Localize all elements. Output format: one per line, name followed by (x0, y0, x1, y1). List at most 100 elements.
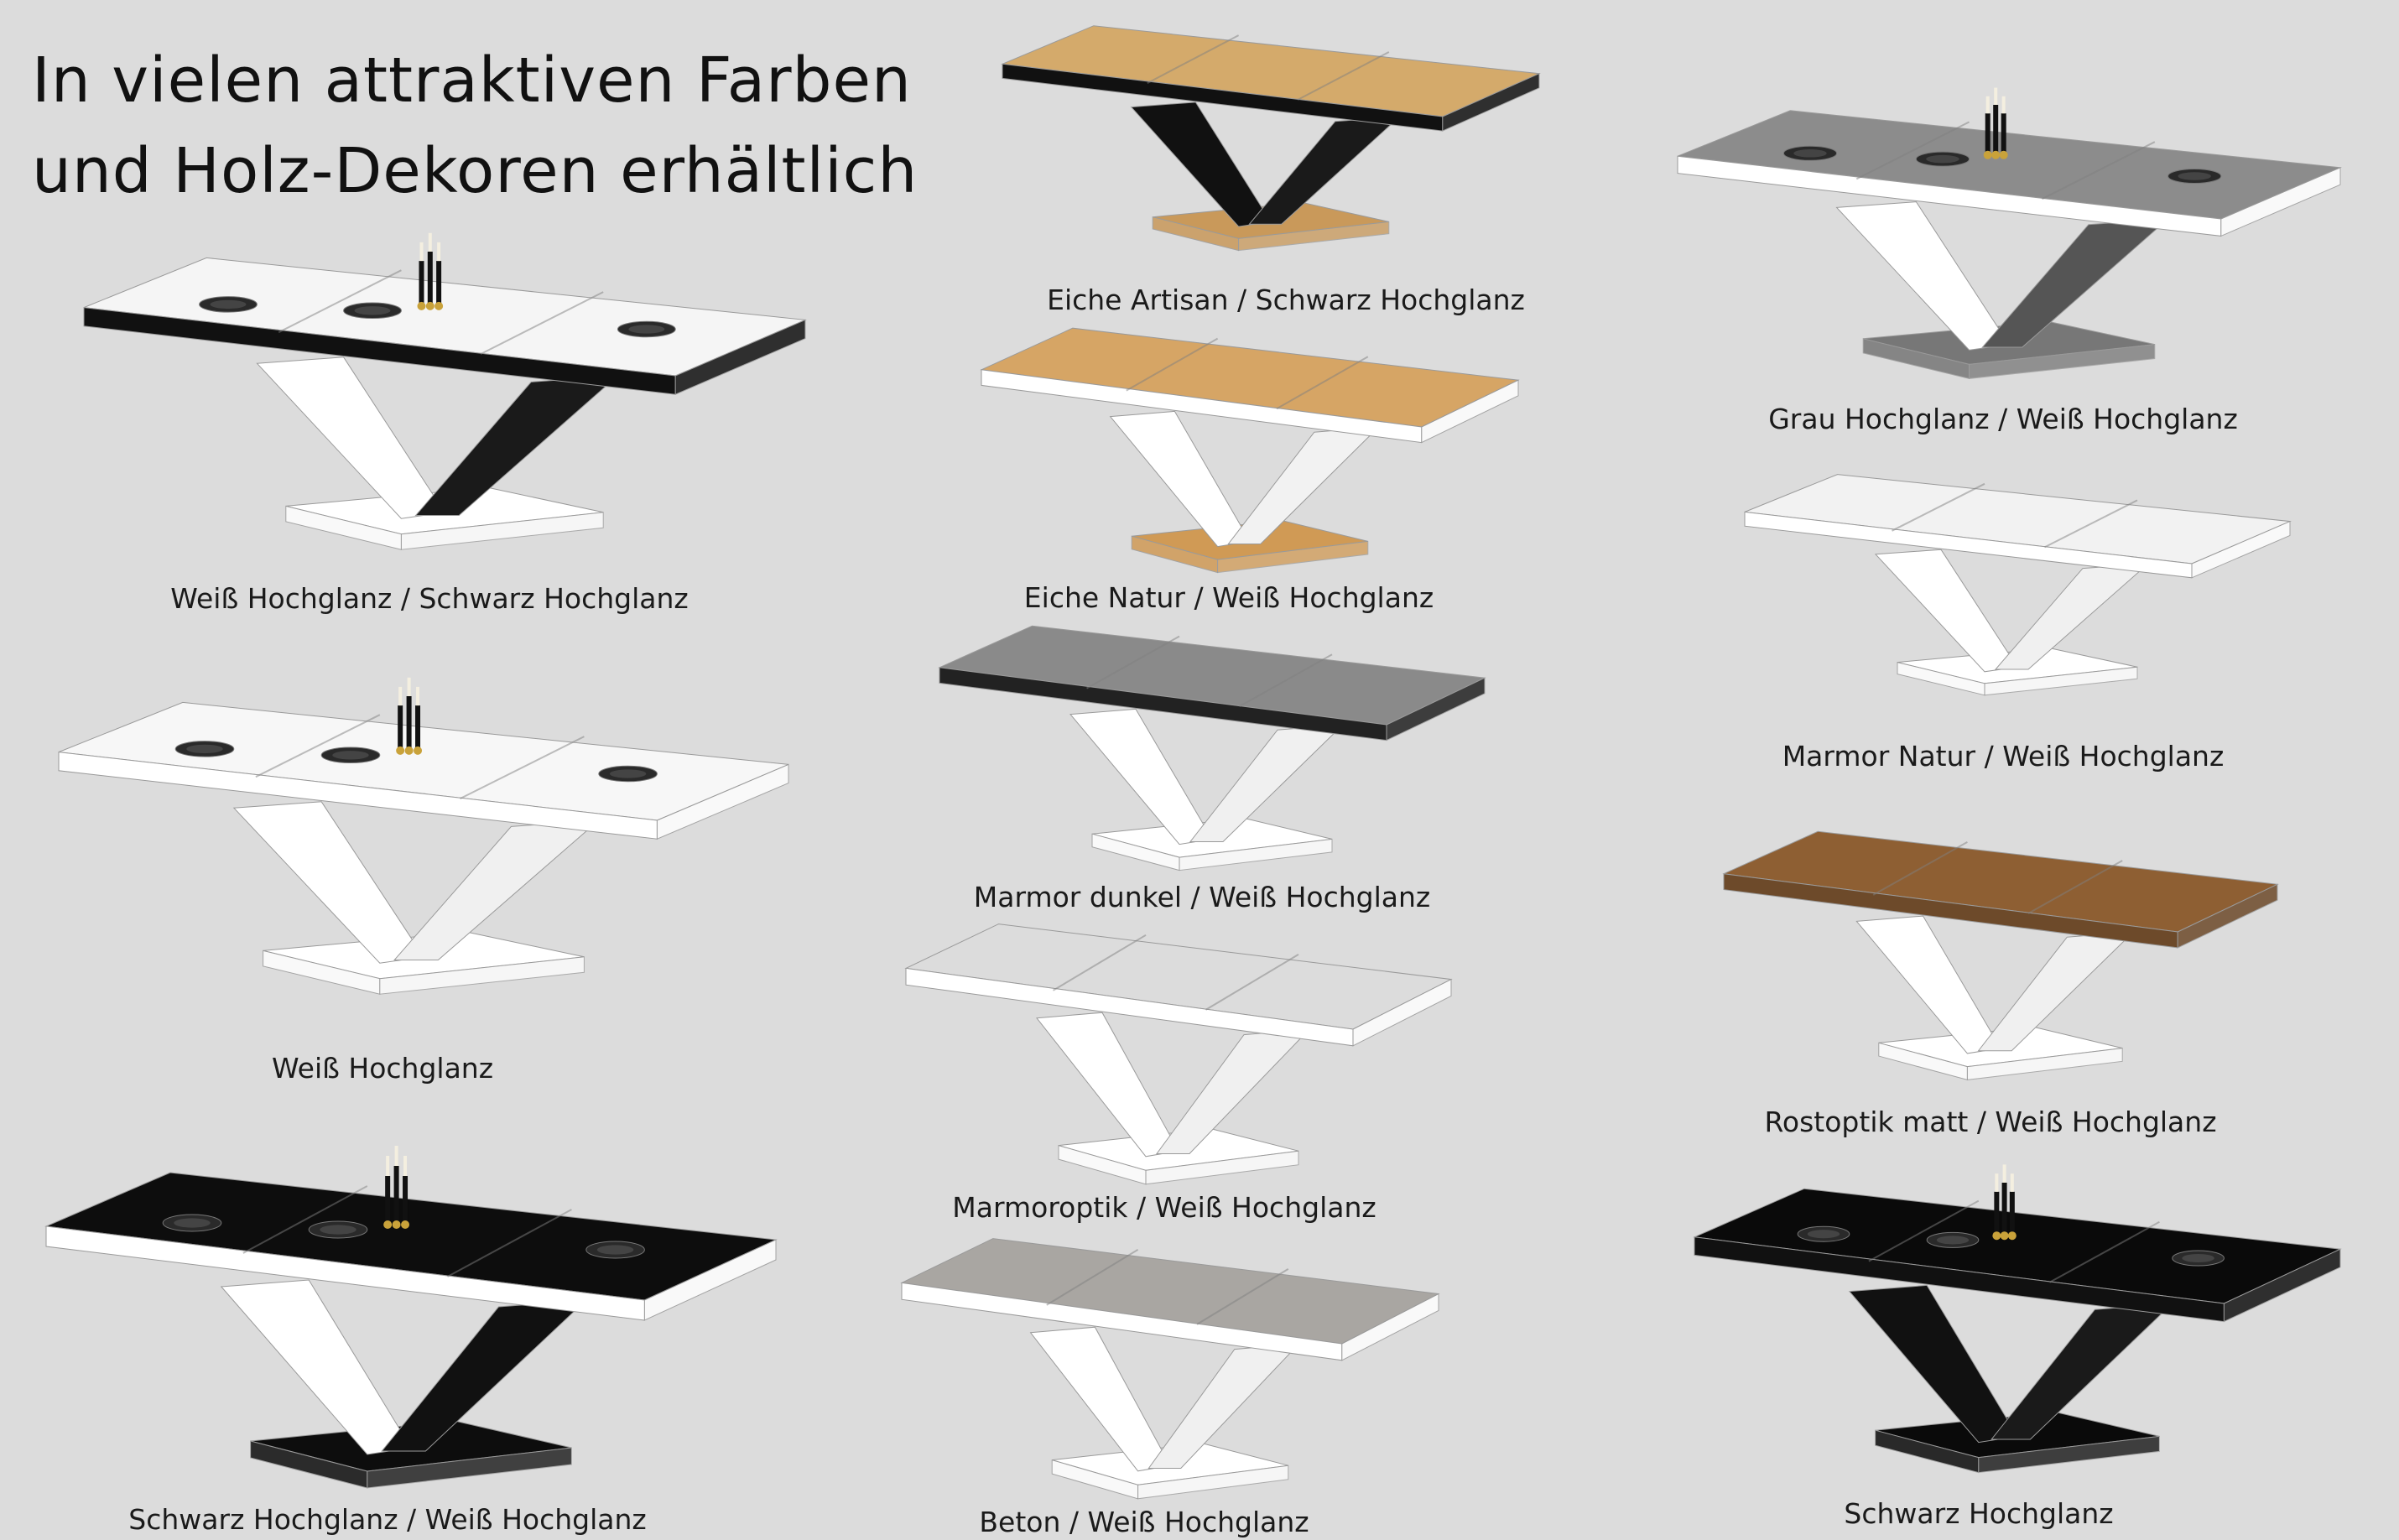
candle (419, 242, 424, 262)
candle-base (435, 301, 444, 310)
caption-eiche-artisan: Eiche Artisan / Schwarz Hochglanz (1047, 284, 1525, 316)
table-top-side-edge (1421, 379, 1519, 444)
extension-seam-right (480, 291, 604, 355)
table-base-front (367, 1447, 572, 1489)
extension-seam-right (447, 1209, 572, 1277)
plate-inner (628, 325, 665, 334)
table-image-eiche-artisan (1001, 21, 1541, 260)
extension-seam-right (1239, 653, 1333, 708)
table-top-side-edge (1386, 677, 1486, 741)
extension-seam-left (1147, 34, 1240, 84)
table-image-marmor-natur (1744, 470, 2292, 705)
candle-base (425, 301, 435, 310)
extension-seam-left (1046, 1248, 1139, 1306)
plate-inner (1936, 1236, 1970, 1245)
candle-base (396, 746, 405, 755)
extension-seam-left (1872, 841, 1968, 896)
headline-line-1: In vielen attraktiven Farben (32, 44, 912, 117)
candle-holder (398, 705, 403, 749)
extension-seam-right (2027, 860, 2123, 914)
table-base-front (379, 956, 585, 995)
plate-inner (332, 751, 369, 760)
table-leg-left (1029, 1326, 1171, 1472)
candle-holder (385, 1176, 391, 1223)
candle (394, 1146, 398, 1166)
extension-seam-right (2044, 499, 2138, 549)
table-base-front (1978, 1435, 2160, 1474)
candle-holder (403, 1176, 409, 1223)
extension-seam-left (255, 714, 381, 778)
candle-holder (393, 1166, 399, 1223)
table-leg-left (1036, 1012, 1179, 1158)
plate-inner (174, 1218, 211, 1228)
extension-seam-right (2049, 1220, 2160, 1283)
plate-inner (210, 299, 247, 310)
table-base-front (1137, 1465, 1289, 1500)
candle-holder (1985, 113, 1990, 153)
plate-inner (1793, 149, 1827, 158)
table-top-side-edge (2191, 520, 2291, 579)
candle-holder (436, 261, 442, 304)
table-top-side-edge (2177, 883, 2278, 949)
plate-inner (1926, 154, 1959, 164)
candle-holder (2009, 1191, 2015, 1235)
plate-inner (609, 769, 647, 778)
extension-seam-right (460, 736, 585, 799)
table-image-weiss-schwarz (83, 232, 807, 562)
extension-seam-left (1892, 482, 1985, 532)
headline: In vielen attraktiven Farben und Holz-De… (32, 35, 918, 216)
table-image-grau-weiss (1677, 87, 2342, 390)
candle-base (392, 1220, 401, 1229)
extension-seam-right (1297, 51, 1390, 101)
table-leg-left (1874, 549, 2018, 673)
table-top-side-edge (656, 763, 789, 840)
table-leg-left (1109, 410, 1251, 548)
plate-inner (2182, 1253, 2214, 1263)
table-leg-left (232, 801, 424, 964)
caption-weiss-schwarz: Weiß Hochglanz / Schwarz Hochglanz (170, 582, 689, 615)
candle-base (1992, 1231, 2001, 1241)
candle (428, 232, 432, 252)
candle-base (417, 301, 426, 310)
candle-base (2007, 1231, 2017, 1241)
table-image-marmoroptik (904, 918, 1453, 1195)
candle-base (1991, 150, 2001, 159)
extension-seam-left (242, 1185, 368, 1254)
candle-holder (1993, 105, 1999, 153)
plate-inner (596, 1245, 634, 1255)
candle-holder (415, 705, 421, 749)
table-leg-left (1069, 708, 1213, 845)
caption-schwarz-weiss: Schwarz Hochglanz / Weiß Hochglanz (128, 1503, 647, 1536)
plate-inner (1807, 1230, 1840, 1239)
table-base-front (1984, 666, 2138, 696)
candle-holder (2001, 1183, 2007, 1235)
extension-seam-left (1126, 337, 1219, 392)
table-image-weiss (58, 677, 789, 1007)
candle (398, 686, 403, 706)
caption-weiss: Weiß Hochglanz (271, 1052, 494, 1085)
candle (1994, 87, 1998, 105)
table-image-beton (900, 1233, 1440, 1510)
table-top-side-edge (1442, 72, 1540, 132)
extension-seam-right (2042, 141, 2156, 200)
candle-holder (1994, 1191, 2000, 1235)
candle-holder (2001, 113, 2006, 153)
candle-holder (427, 252, 433, 304)
table-base-front (1217, 540, 1369, 574)
candle (386, 1156, 390, 1176)
plate-inner (320, 1225, 356, 1235)
candle (407, 677, 411, 696)
caption-beton: Beton / Weiß Hochglanz (979, 1506, 1309, 1538)
table-top-side-edge (674, 319, 806, 395)
table-base-front (1966, 1048, 2123, 1080)
extension-seam-right (1196, 1268, 1289, 1325)
extension-seam-right (1205, 954, 1299, 1011)
caption-marmor-natur: Marmor Natur / Weiß Hochglanz (1782, 740, 2225, 773)
table-leg-left (1130, 101, 1272, 227)
candle-base (2000, 1231, 2009, 1241)
table-top-side-edge (1341, 1293, 1439, 1361)
candle (2002, 1164, 2006, 1183)
table-base-front (400, 512, 604, 550)
candle-holder (406, 696, 412, 749)
extension-seam-left (1052, 934, 1147, 991)
